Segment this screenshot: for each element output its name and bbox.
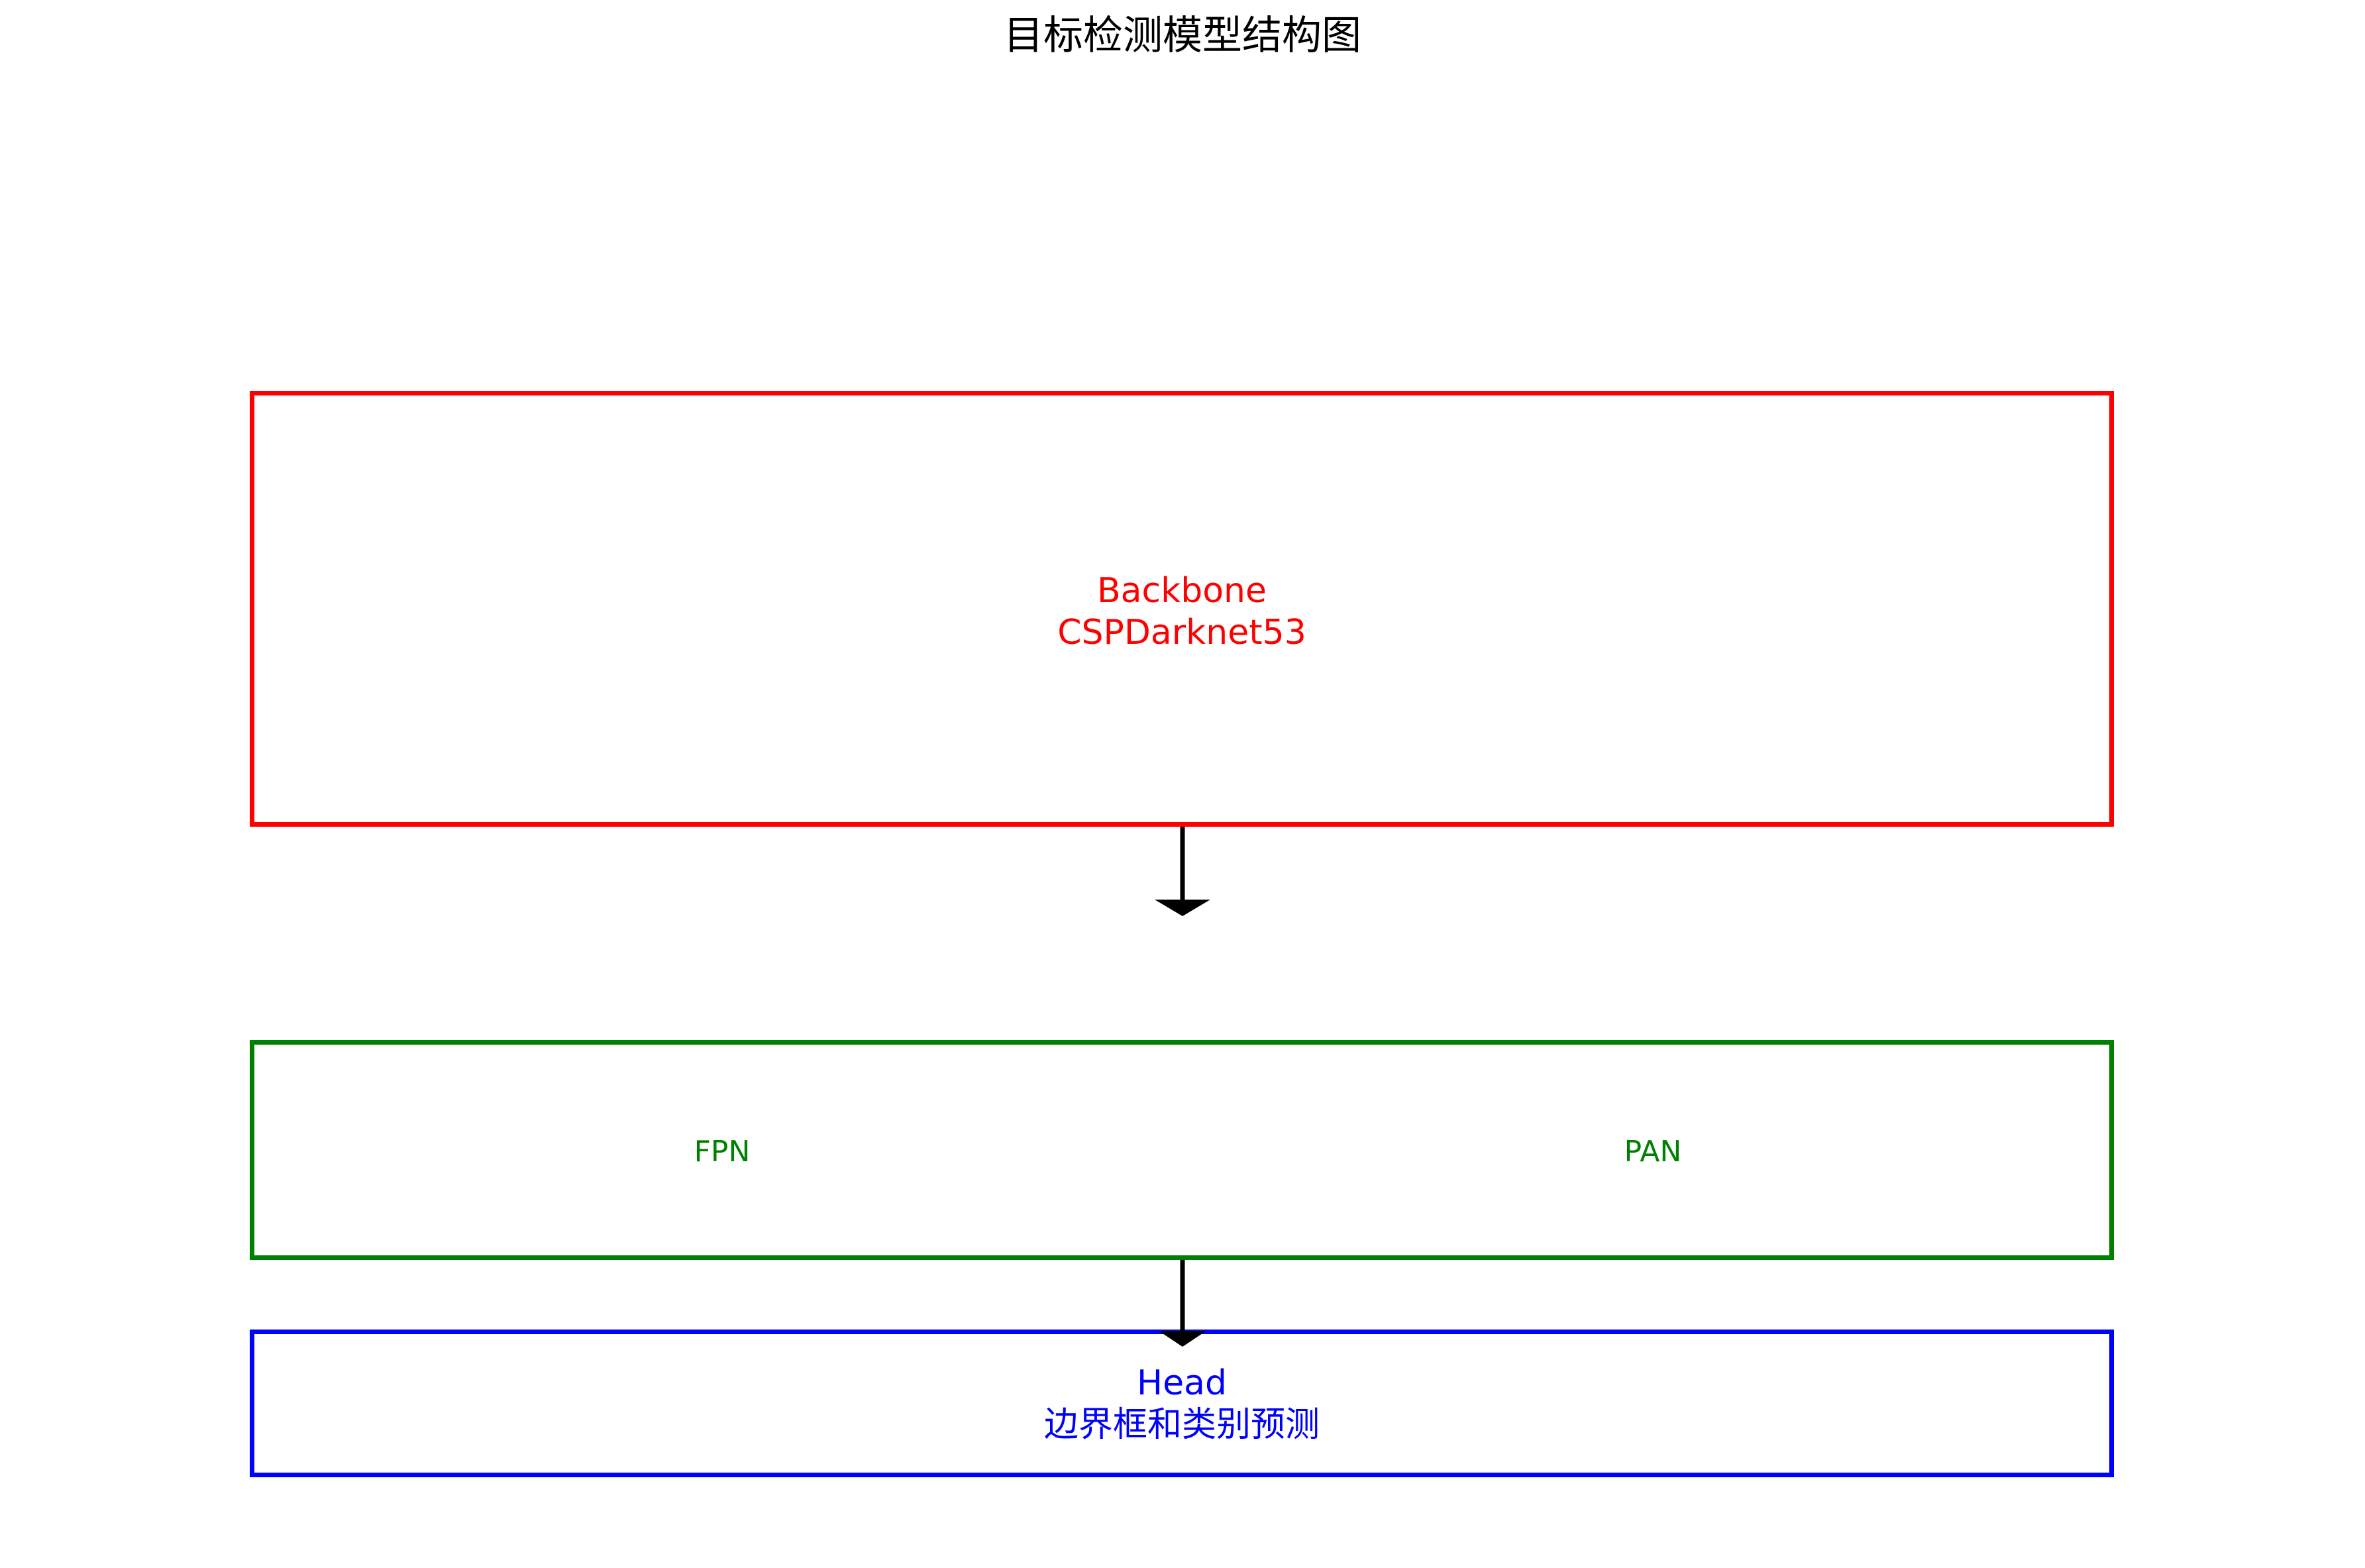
head-label: Head 边界框和类别预测 [254, 1363, 2109, 1446]
arrow-backbone-to-neck-head [1155, 900, 1210, 916]
backbone-name: Backbone [1096, 571, 1267, 611]
diagram-title: 目标检测模型结构图 [1004, 13, 1361, 59]
head-description: 边界框和类别预测 [1043, 1405, 1320, 1445]
head-block: Head 边界框和类别预测 [250, 1330, 2114, 1477]
backbone-label: Backbone CSPDarknet53 [254, 570, 2109, 654]
arrow-backbone-to-neck [1155, 827, 1210, 916]
neck-block: FPN PAN [250, 1040, 2114, 1260]
neck-fpn-label: FPN [694, 1135, 751, 1169]
backbone-model: CSPDarknet53 [1057, 613, 1306, 653]
head-name: Head [1137, 1363, 1227, 1403]
neck-pan-label: PAN [1624, 1135, 1682, 1169]
backbone-block: Backbone CSPDarknet53 [250, 391, 2114, 827]
